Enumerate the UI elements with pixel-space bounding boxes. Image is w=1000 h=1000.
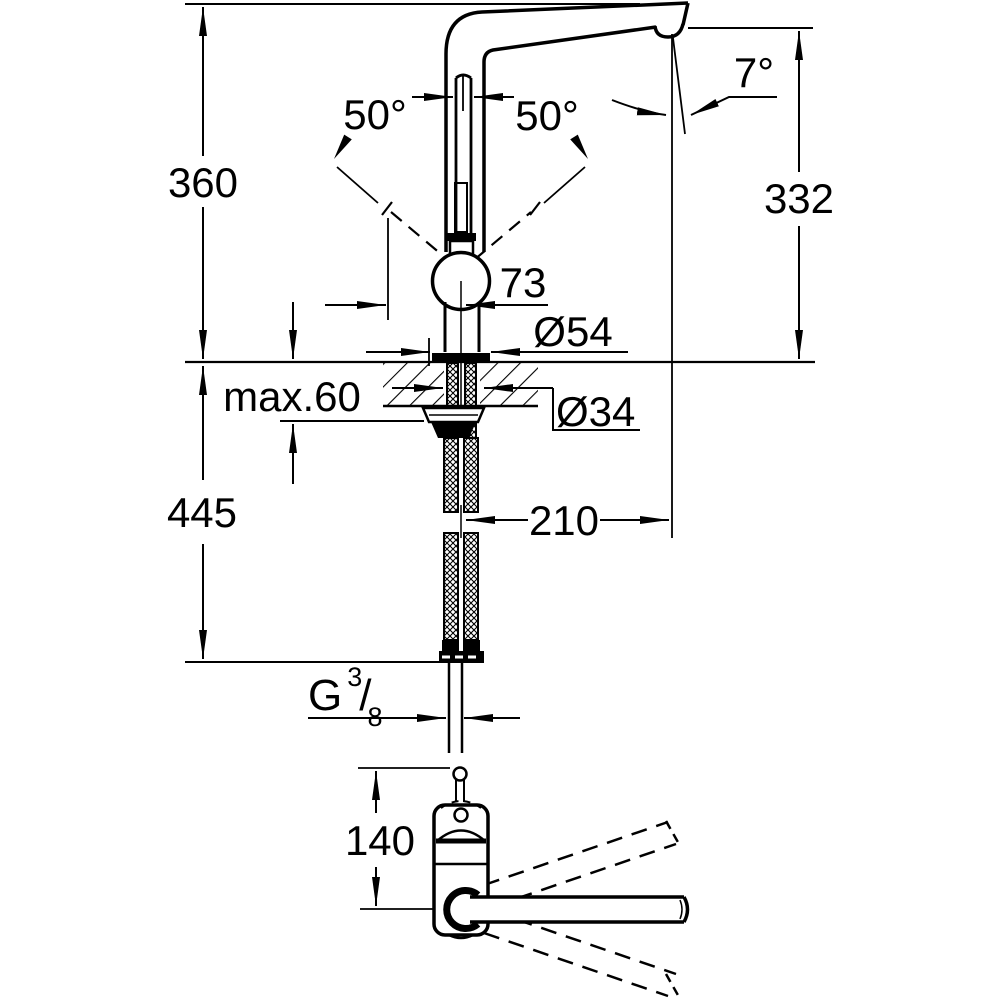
dim-50-left-label: 50° xyxy=(343,91,407,138)
dim-332 xyxy=(688,27,813,359)
handle-lever-detail xyxy=(454,182,468,233)
swivel-lower-endcap xyxy=(664,973,681,998)
dim-7deg-label: 7° xyxy=(734,49,774,96)
dim-332-label: 332 xyxy=(764,175,834,222)
body-dome-arc xyxy=(436,829,486,842)
handle-swing-right xyxy=(473,134,588,261)
thread-denominator: 8 xyxy=(368,702,383,732)
body-top-dashed-edge xyxy=(440,800,482,809)
outlet-axis-tilted xyxy=(672,37,686,135)
hose-fitting-left xyxy=(442,640,459,653)
lever-stem-top xyxy=(455,780,465,802)
lever-tip-top xyxy=(452,766,468,782)
hose-fitting-right xyxy=(463,640,480,653)
lever-pivot-top xyxy=(453,807,469,823)
swing-right-endcap xyxy=(529,201,541,216)
handle-collar xyxy=(447,233,476,241)
spout-top-view xyxy=(470,895,690,924)
supply-pipe xyxy=(447,663,464,753)
mounting-nut xyxy=(431,422,476,438)
thread-g: G xyxy=(308,671,342,720)
spout-tube xyxy=(444,1,690,252)
dim-210-label: 210 xyxy=(529,497,599,544)
dim-360-label: 360 xyxy=(168,159,238,206)
dim-d54-label: Ø54 xyxy=(533,308,612,355)
dim-445 xyxy=(185,366,440,663)
dim-7deg xyxy=(611,34,777,538)
dim-140 xyxy=(358,767,450,910)
swing-left-arrowhead xyxy=(334,134,352,159)
dim-d34-label: Ø34 xyxy=(556,388,635,435)
dim-50-right-label: 50° xyxy=(515,92,579,139)
bottom-view: 140 xyxy=(345,766,690,998)
swivel-upper-endcap xyxy=(664,820,681,845)
lever-width-arrows xyxy=(412,76,514,111)
swivel-range-lower xyxy=(483,909,681,998)
body-bottom-tab xyxy=(448,933,474,940)
dim-max60 xyxy=(280,302,424,484)
thread-slash: / xyxy=(359,671,372,720)
thread-numerator: 3 xyxy=(347,662,362,692)
side-view: 360 445 332 50° 50° 7° 73 Ø54 Ø34 max.60… xyxy=(167,1,834,753)
dim-d34 xyxy=(392,384,640,431)
swing-left-endcap xyxy=(381,201,393,216)
spout-hub-top-view xyxy=(443,887,481,932)
dim-d54 xyxy=(366,338,628,366)
swing-right-arrowhead xyxy=(570,134,588,159)
dim-max60-label: max.60 xyxy=(223,373,361,420)
dim-445-label: 445 xyxy=(167,489,237,536)
handle-swing-left xyxy=(334,134,449,261)
swivel-range-upper xyxy=(483,820,681,909)
dim-73-label: 73 xyxy=(500,259,547,306)
body-column xyxy=(443,302,481,352)
dim-73 xyxy=(325,218,548,320)
dim-140-label: 140 xyxy=(345,817,415,864)
flex-hoses xyxy=(442,437,480,653)
